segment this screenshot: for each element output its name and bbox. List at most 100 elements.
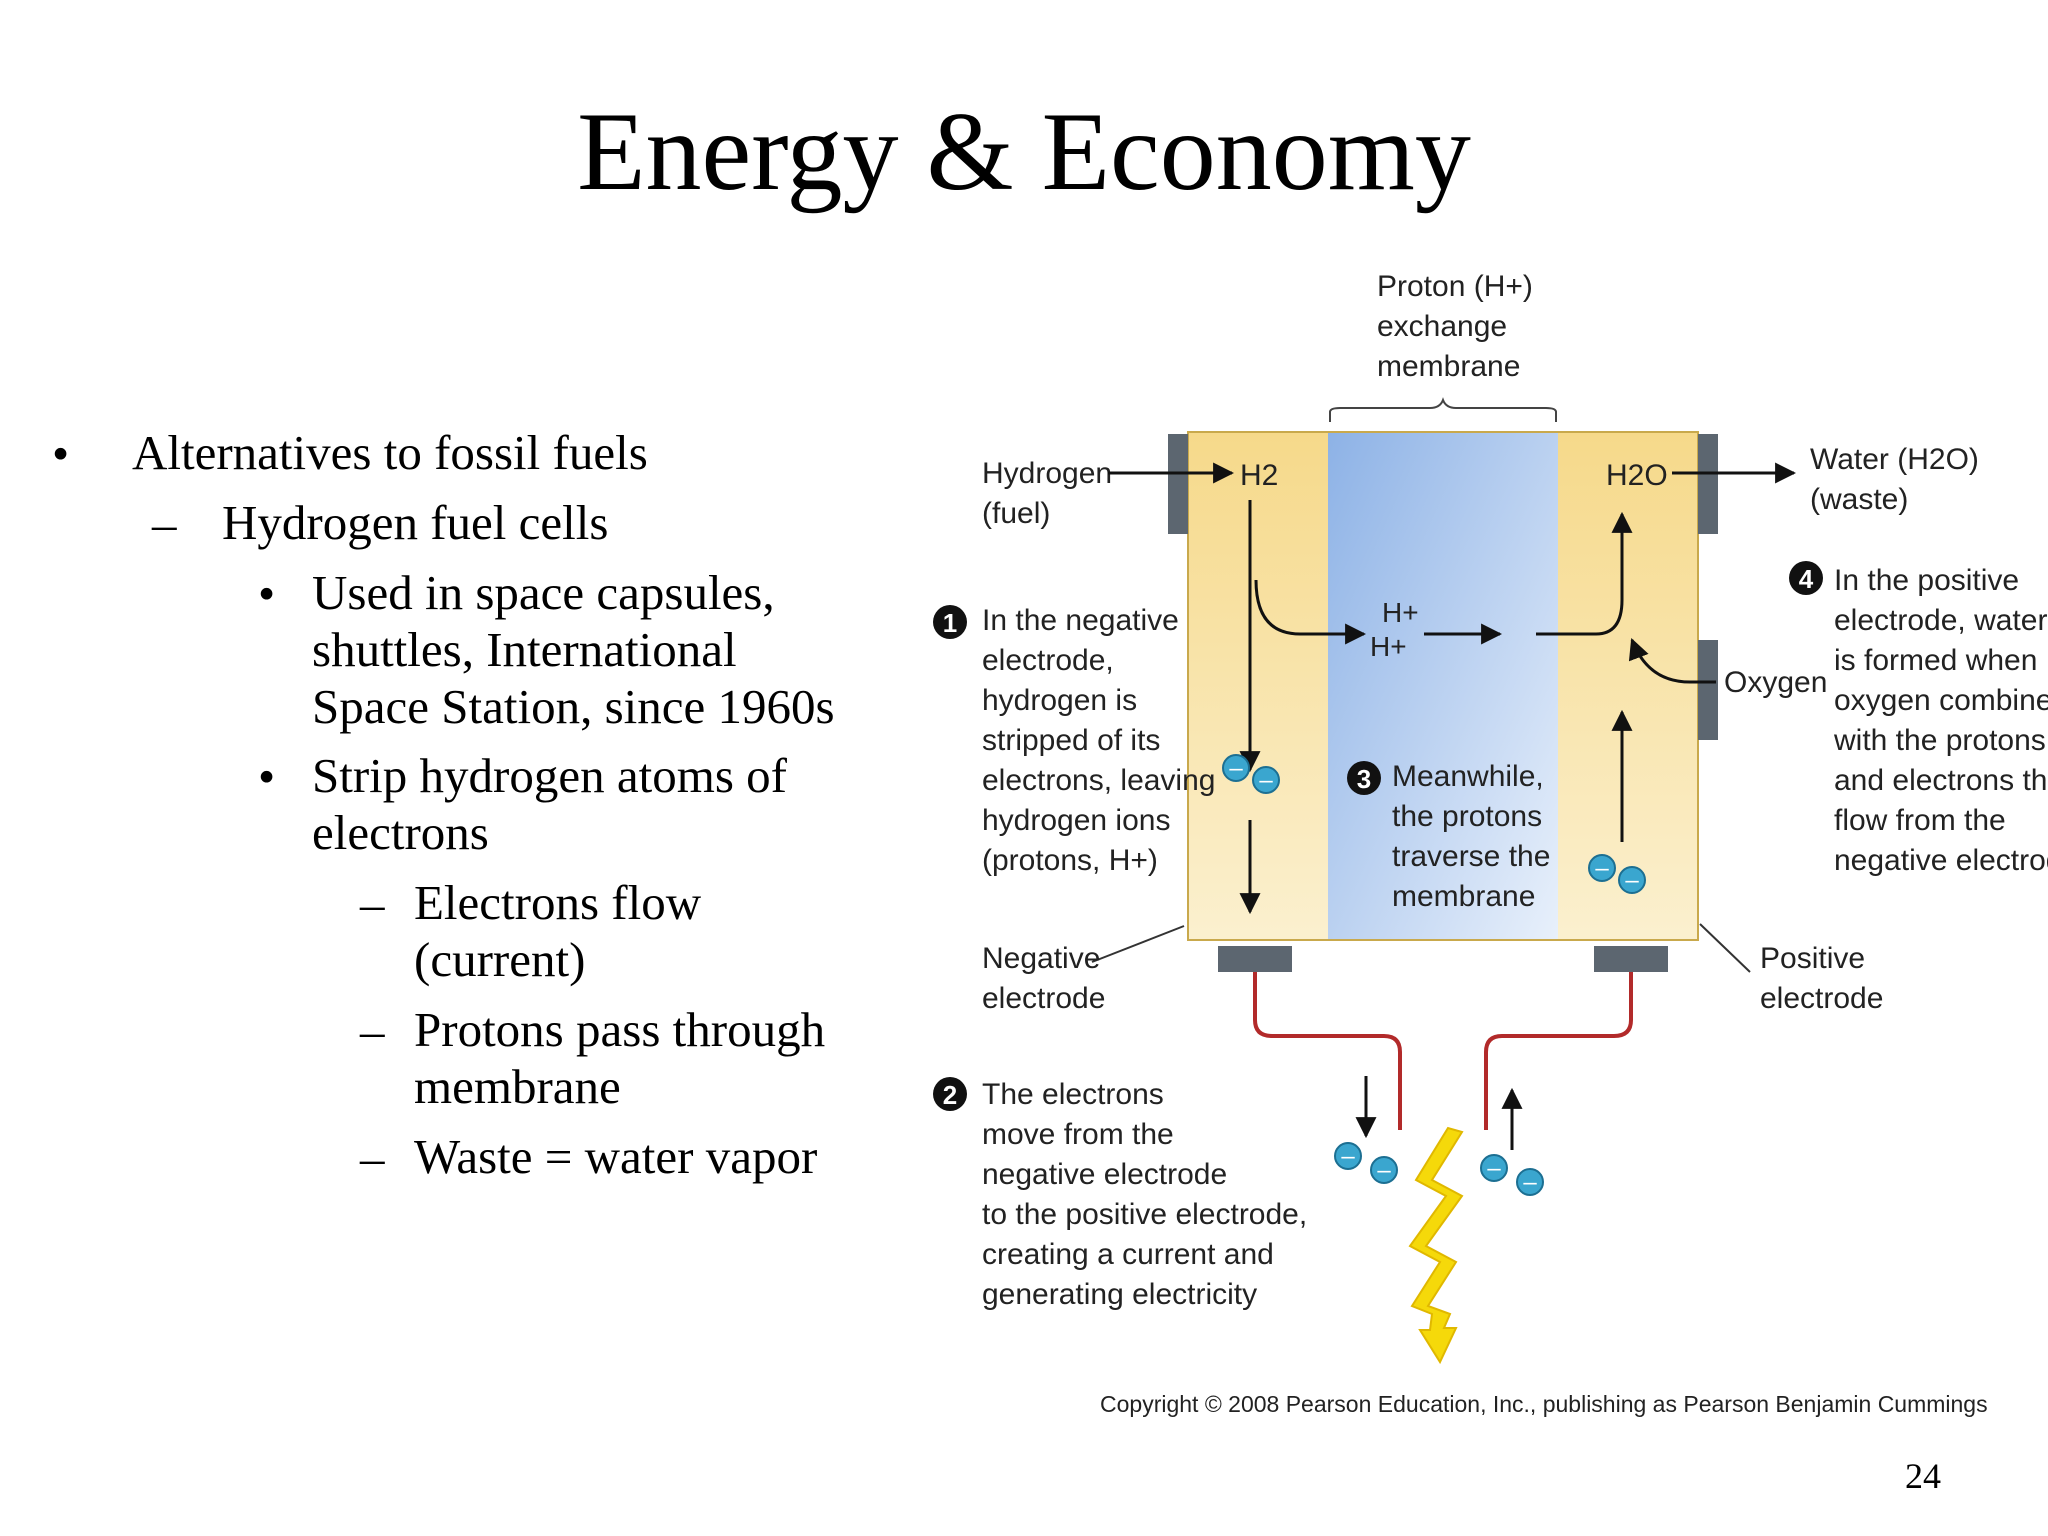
negative-electrode-leader [1091,925,1185,963]
oxygen-in-arrow [1628,638,1716,684]
bullet-level3-line: Used in space capsules, [312,565,775,620]
electron-pair-wire-right: – – [1480,1154,1544,1196]
positive-wire [1484,972,1633,1130]
step1-number: 1 [943,608,957,638]
step4-text-line: oxygen combines [1834,684,2048,717]
bullet-level3-line: shuttles, International [312,622,737,677]
step3-text-line: traverse the [1392,840,1550,873]
dash-marker: – [360,1130,385,1185]
h-plus-label: H+ [1382,597,1419,628]
h2o-label: H2O [1606,459,1668,492]
step3-badge [1347,761,1381,795]
water-label-line: (waste) [1810,483,1908,516]
electron [1252,766,1280,794]
step2-text-line: The electrons [982,1078,1164,1111]
step3-text-line: membrane [1392,880,1535,913]
step1-text-line: In the negative [982,604,1179,637]
h-plus-label: H+ [1370,631,1407,662]
bullet-marker: • [52,426,70,481]
electron-sign: – [1625,867,1639,894]
step4-badge [1789,561,1823,595]
electron [1618,866,1646,894]
step4-text-line: flow from the [1834,804,2006,837]
slide-number: 24 [1905,1456,1941,1496]
step4-text-line: negative electrode [1834,844,2048,877]
step3-number: 3 [1357,764,1371,794]
electron-sign: – [1259,767,1273,794]
water-outlet-tab [1698,434,1718,534]
bullet-level3-line: Strip hydrogen atoms of [312,748,787,803]
step4-text-line: and electrons that [1834,764,2048,797]
electron-sign: – [1595,855,1609,882]
membrane-region [1328,432,1558,940]
electron-pair-wire-left: – – [1334,1142,1398,1184]
electron [1588,854,1616,882]
step1-text-line: stripped of its [982,724,1160,757]
electron-pair-positive: – – [1588,854,1646,894]
electron [1516,1168,1544,1196]
oxygen-inlet-tab [1698,640,1718,740]
electron [1222,754,1250,782]
electron [1334,1142,1362,1170]
membrane-label-line: exchange [1377,310,1507,343]
step1-text-line: (protons, H+) [982,844,1158,877]
h2-label: H2 [1240,459,1278,492]
bullet-level1: Alternatives to fossil fuels [132,425,648,480]
proton-release-arrow [1254,579,1367,645]
electron [1370,1156,1398,1184]
electron-sign: – [1523,1169,1537,1196]
step2-text-line: to the positive electrode, [982,1198,1307,1231]
step1-text-line: hydrogen ions [982,804,1170,837]
step1-text-line: hydrogen is [982,684,1137,717]
step4-text-line: with the protons [1833,724,2046,757]
bullet-marker: • [258,749,276,804]
bullet-level4-line: Waste = water vapor [414,1129,818,1184]
lightning-bolt-icon [1408,1126,1464,1365]
electron [1480,1154,1508,1182]
dash-marker: – [152,496,177,551]
step3-text-line: the protons [1392,800,1542,833]
step4-text-line: electrode, water [1834,604,2047,637]
bullet-level3-line: Space Station, since 1960s [312,679,835,734]
electron-sign: – [1377,1157,1391,1184]
bullet-level4-line: Electrons flow [414,875,702,930]
step2-badge [933,1077,967,1111]
copyright-text: Copyright © 2008 Pearson Education, Inc.… [1100,1391,1988,1417]
negative-wire [1253,972,1402,1130]
bullet-marker: • [258,566,276,621]
step2-text-line: creating a current and [982,1238,1274,1271]
hydrogen-inlet-tab [1168,434,1188,534]
positive-electrode-region [1558,432,1698,940]
hydrogen-label-line: Hydrogen [982,457,1112,490]
oxygen-label: Oxygen [1724,666,1827,699]
negative-electrode-label-line: electrode [982,982,1105,1015]
negative-electrode-region [1188,432,1328,940]
positive-electrode-label-line: electrode [1760,982,1883,1015]
water-label-line: Water (H2O) [1810,443,1979,476]
step1-text-line: electrode, [982,644,1114,677]
bullet-level2: Hydrogen fuel cells [222,495,609,550]
slide-title: Energy & Economy [577,90,1471,214]
electron-sign: – [1487,1155,1501,1182]
step4-text-line: is formed when [1834,644,2037,677]
step4-text-line: In the positive [1834,564,2019,597]
membrane-bracket [1329,397,1557,422]
bullet-level4-line: Protons pass through [414,1002,826,1057]
water-up-arrow [1536,511,1633,636]
step1-badge [933,605,967,639]
step2-text-line: move from the [982,1118,1174,1151]
negative-terminal [1218,946,1292,972]
positive-terminal [1594,946,1668,972]
electron-sign: – [1229,755,1243,782]
bullet-level4-line: (current) [414,932,586,987]
dash-marker: – [360,876,385,931]
hydrogen-label-line: (fuel) [982,497,1050,530]
electron-pair-negative: – – [1222,754,1280,794]
step2-text-line: negative electrode [982,1158,1227,1191]
step2-text-line: generating electricity [982,1278,1257,1311]
positive-electrode-leader [1699,923,1751,973]
step2-number: 2 [943,1080,957,1110]
step1-text-line: electrons, leaving [982,764,1215,797]
membrane-label-line: Proton (H+) [1377,270,1533,303]
